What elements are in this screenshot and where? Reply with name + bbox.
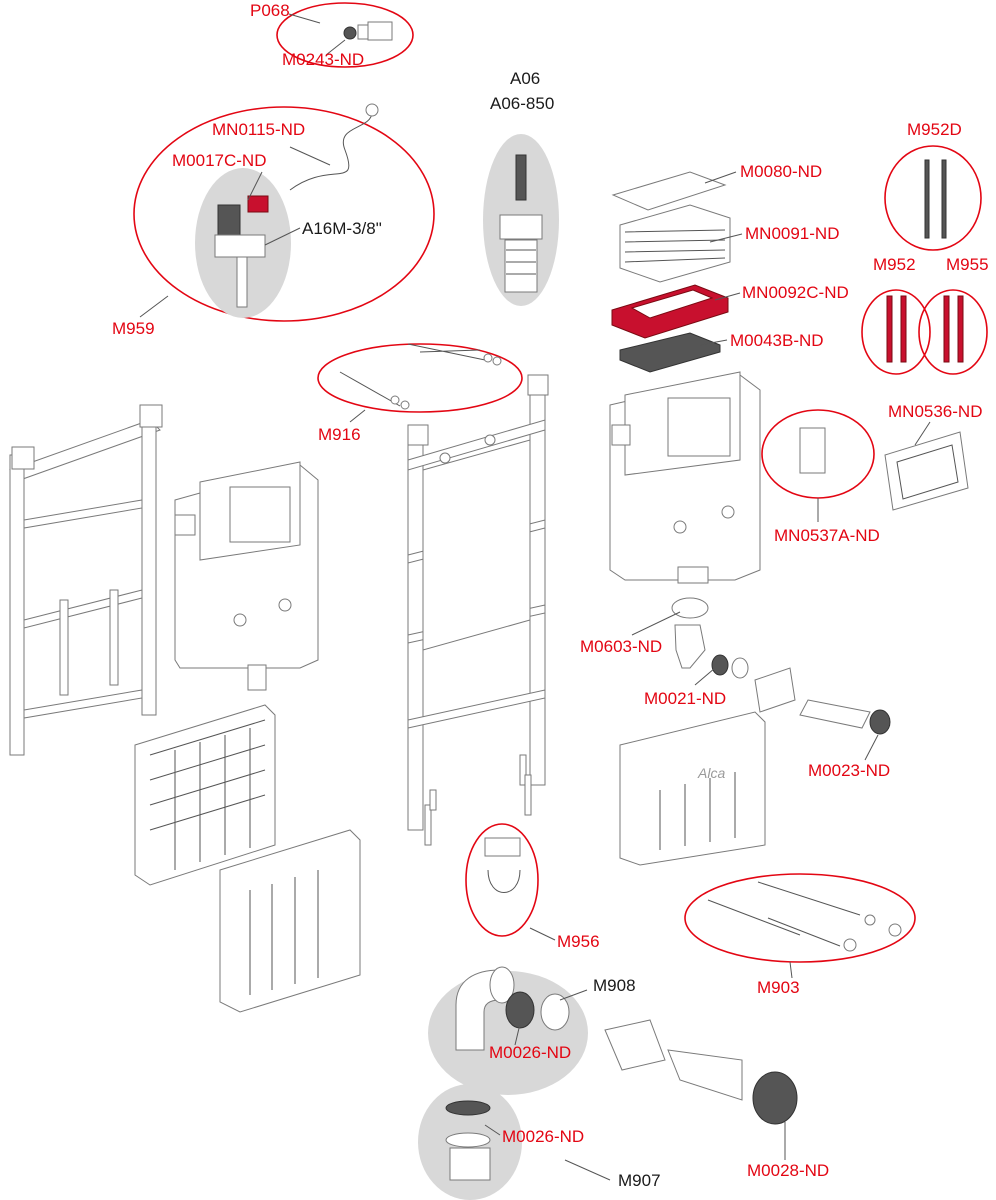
label-m0603-nd: M0603-ND (580, 637, 663, 656)
label-m916: M916 (318, 425, 361, 444)
label-mn0537a-nd: MN0537A-ND (774, 526, 880, 545)
label-m952: M952 (873, 255, 916, 274)
label-m0026-nd-lower: M0026-ND (502, 1127, 585, 1146)
label-mn0092c-nd: MN0092C-ND (742, 283, 849, 302)
left-cistern (174, 461, 319, 691)
label-mn0115-nd: MN0115-ND (212, 120, 306, 139)
label-mn0536-nd: MN0536-ND (888, 402, 983, 421)
label-m0021-nd: M0021-ND (644, 689, 727, 708)
label-m0023-nd: M0023-ND (808, 761, 891, 780)
cover-plate-m0080 (611, 171, 727, 211)
label-a06-850: A06-850 (490, 94, 555, 113)
leader-lines (139, 13, 931, 1181)
label-m0017c-nd: M0017C-ND (172, 151, 267, 170)
center-frame (407, 374, 549, 846)
label-m903: M903 (757, 978, 800, 997)
label-mn0091-nd: MN0091-ND (745, 224, 840, 243)
label-m956: M956 (557, 932, 600, 951)
right-cistern (609, 371, 761, 584)
flush-plate-mn0536 (884, 431, 969, 511)
label-p068: P068 (250, 1, 290, 20)
label-m907: M907 (618, 1171, 661, 1190)
left-grid-panel (134, 704, 276, 886)
left-frame-assembly (9, 404, 163, 756)
gasket-m0043b (619, 332, 721, 373)
label-a06: A06 (510, 69, 541, 88)
outline-m959 (133, 106, 435, 322)
label-m0243-nd: M0243-ND (282, 50, 365, 69)
alca-logo: Alca (697, 765, 725, 781)
label-m0026-nd-upper: M0026-ND (489, 1043, 572, 1062)
label-m0028-nd: M0028-ND (747, 1161, 830, 1180)
label-m959: M959 (112, 319, 155, 338)
left-lower-panel (219, 829, 361, 1013)
outline-p068 (276, 2, 414, 68)
label-m908: M908 (593, 976, 636, 995)
label-m0043b-nd: M0043B-ND (730, 331, 824, 350)
label-m952d: M952D (907, 120, 962, 139)
right-cover-box (619, 711, 766, 866)
label-m0080-nd: M0080-ND (740, 162, 823, 181)
label-a16m-3-8: A16M-3/8" (302, 219, 382, 238)
insulation-box-mn0091 (619, 204, 731, 283)
label-m955: M955 (946, 255, 989, 274)
